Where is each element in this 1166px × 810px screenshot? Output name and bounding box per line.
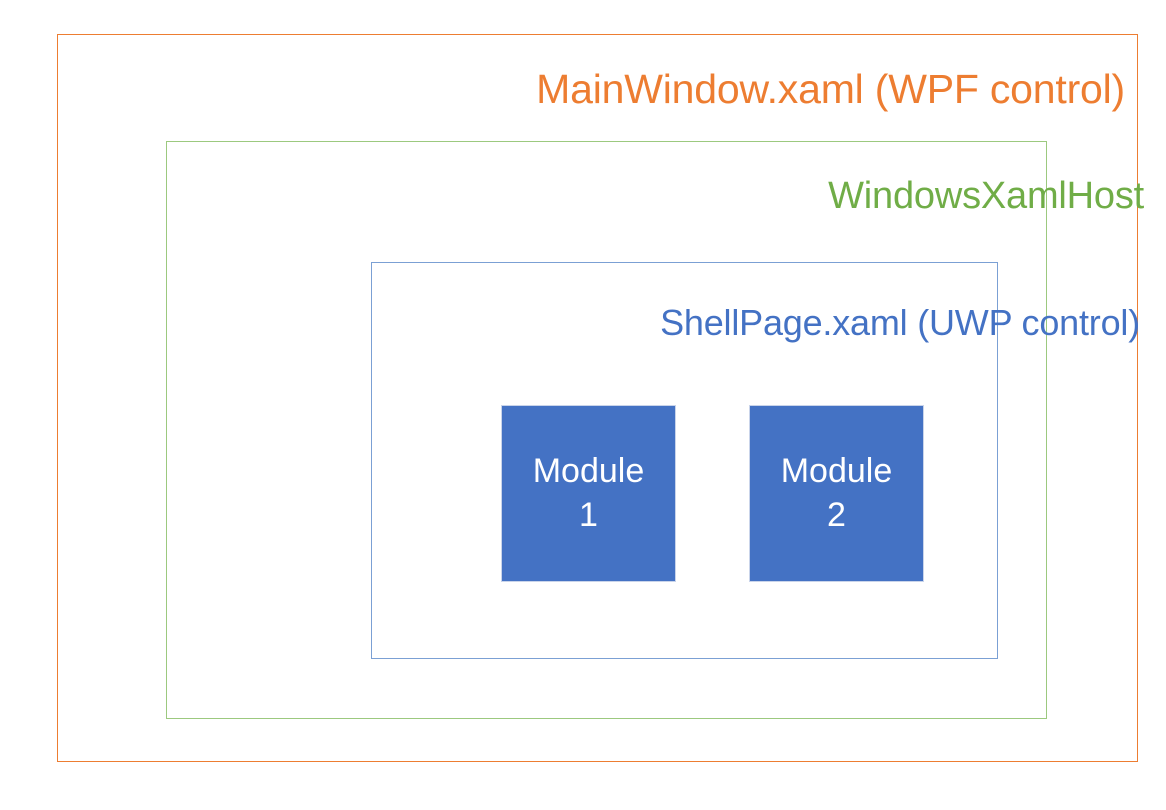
modules-row: Module 1 Module 2: [502, 406, 923, 581]
module-box-1: Module 1: [502, 406, 675, 581]
shellpage-uwp-container: [371, 262, 998, 659]
module-box-2-line2: 2: [827, 495, 846, 534]
windows-xaml-host-container: [166, 141, 1047, 719]
module-box-1-line2: 1: [579, 495, 598, 534]
module-box-2-line1: Module: [780, 451, 893, 490]
module-box-1-line1: Module: [532, 451, 645, 490]
windows-xaml-host-label: WindowsXamlHost: [828, 175, 1144, 217]
wpf-mainwindow-label: MainWindow.xaml (WPF control): [536, 66, 1125, 112]
wpf-mainwindow-container: [57, 34, 1138, 762]
shellpage-uwp-label: ShellPage.xaml (UWP control): [660, 302, 1140, 343]
module-box-2: Module 2: [750, 406, 923, 581]
